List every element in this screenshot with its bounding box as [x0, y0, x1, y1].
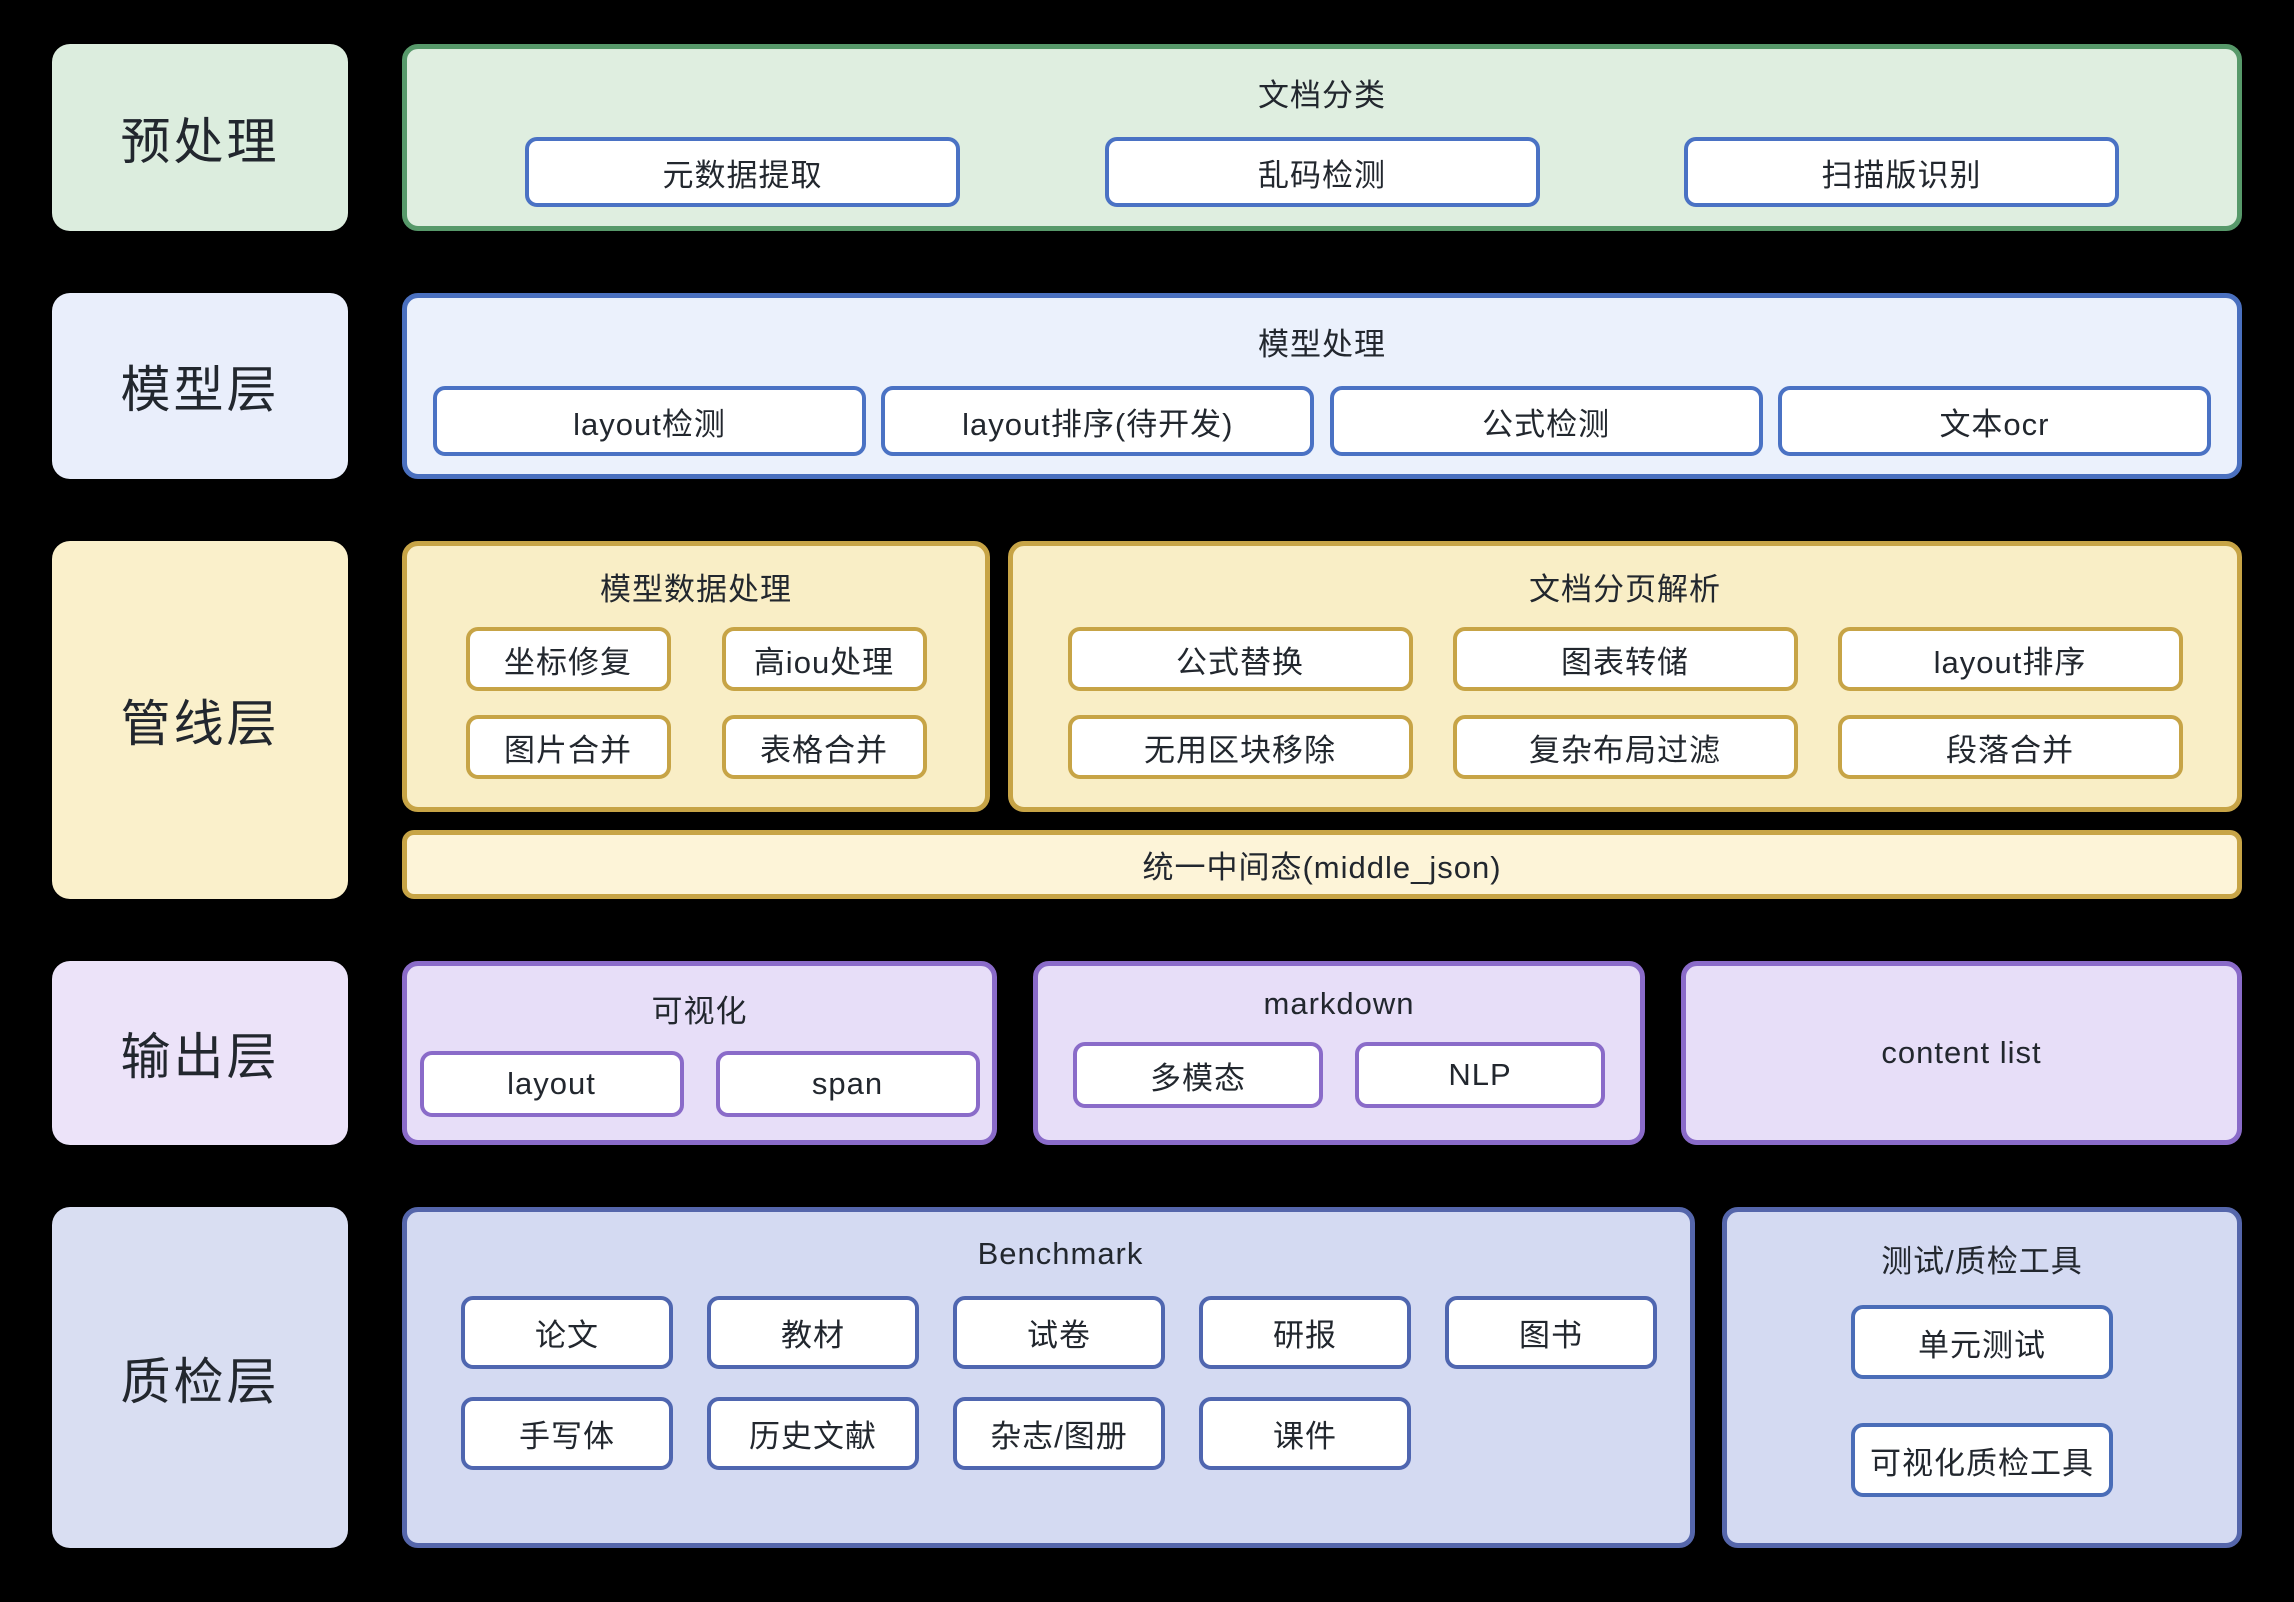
group-visualization: 可视化 layout span	[402, 961, 997, 1145]
layer-label-output: 输出层	[52, 961, 348, 1145]
node-complex-layout-filter: 复杂布局过滤	[1452, 715, 1798, 779]
doc-classification-nodes: 元数据提取 乱码检测 扫描版识别	[525, 137, 2119, 207]
node-high-iou-handling: 高iou处理	[721, 627, 927, 691]
node-exam-papers: 试卷	[953, 1296, 1165, 1369]
node-layout-detection: layout检测	[433, 386, 866, 456]
node-magazines-albums: 杂志/图册	[953, 1397, 1165, 1470]
visualization-nodes: layout span	[407, 1051, 992, 1117]
group-model-data-processing: 模型数据处理 坐标修复 高iou处理 图片合并 表格合并	[402, 541, 990, 812]
node-layout-output: layout	[419, 1051, 684, 1117]
model-data-processing-nodes: 坐标修复 高iou处理 图片合并 表格合并	[407, 627, 985, 779]
group-doc-classification: 文档分类 元数据提取 乱码检测 扫描版识别	[402, 44, 2242, 231]
pipeline-groups: 模型数据处理 坐标修复 高iou处理 图片合并 表格合并 文档分页解析 公式替换…	[402, 541, 2242, 812]
layer-row-pipeline: 管线层 模型数据处理 坐标修复 高iou处理 图片合并 表格合并 文档分页解析 …	[52, 541, 2242, 899]
model-content: 模型处理 layout检测 layout排序(待开发) 公式检测 文本ocr	[402, 293, 2242, 479]
node-table-merge: 表格合并	[721, 715, 927, 779]
group-benchmark: Benchmark 论文 教材 试卷 研报 图书 手写体 历史文献 杂志/图册 …	[402, 1207, 1695, 1548]
node-multimodal: 多模态	[1073, 1042, 1323, 1108]
group-title-markdown: markdown	[1263, 986, 1415, 1021]
layer-label-model: 模型层	[52, 293, 348, 479]
benchmark-row-2: 手写体 历史文献 杂志/图册 课件	[461, 1397, 1411, 1470]
benchmark-row-1: 论文 教材 试卷 研报 图书	[461, 1296, 1657, 1369]
preprocess-content: 文档分类 元数据提取 乱码检测 扫描版识别	[402, 44, 2242, 231]
node-layout-sorting: layout排序	[1837, 627, 2183, 691]
pipeline-content: 模型数据处理 坐标修复 高iou处理 图片合并 表格合并 文档分页解析 公式替换…	[402, 541, 2242, 899]
node-layout-sorting-todo: layout排序(待开发)	[881, 386, 1315, 456]
node-books: 图书	[1445, 1296, 1657, 1369]
node-scanned-recognition: 扫描版识别	[1684, 137, 2119, 207]
group-title-doc-classification: 文档分类	[1258, 78, 1386, 113]
layer-label-qa: 质检层	[52, 1207, 348, 1548]
layer-row-qa: 质检层 Benchmark 论文 教材 试卷 研报 图书 手写体 历史文献 杂志…	[52, 1207, 2242, 1548]
node-image-merge: 图片合并	[465, 715, 671, 779]
layer-row-output: 输出层 可视化 layout span markdown 多模态 NLP con…	[52, 961, 2242, 1145]
group-title-test-qa-tools: 测试/质检工具	[1881, 1244, 2083, 1279]
layer-label-preprocess: 预处理	[52, 44, 348, 231]
layer-row-model: 模型层 模型处理 layout检测 layout排序(待开发) 公式检测 文本o…	[52, 293, 2242, 479]
node-unit-test: 单元测试	[1851, 1305, 2113, 1379]
group-doc-page-parsing: 文档分页解析 公式替换 图表转储 layout排序 无用区块移除 复杂布局过滤 …	[1008, 541, 2242, 812]
node-paragraph-merge: 段落合并	[1837, 715, 2183, 779]
node-garbled-detection: 乱码检测	[1104, 137, 1540, 207]
group-test-qa-tools: 测试/质检工具 单元测试 可视化质检工具	[1722, 1207, 2242, 1548]
node-handwriting: 手写体	[461, 1397, 673, 1470]
node-formula-replace: 公式替换	[1067, 627, 1413, 691]
node-formula-detection: 公式检测	[1329, 386, 1763, 456]
node-historical-documents: 历史文献	[707, 1397, 919, 1470]
node-metadata-extraction: 元数据提取	[525, 137, 960, 207]
group-content-list: content list	[1681, 961, 2242, 1145]
node-chart-dump: 图表转储	[1452, 627, 1798, 691]
model-processing-nodes: layout检测 layout排序(待开发) 公式检测 文本ocr	[433, 386, 2211, 456]
middle-json-bar: 统一中间态(middle_json)	[402, 830, 2242, 899]
node-papers: 论文	[461, 1296, 673, 1369]
node-span-output: span	[715, 1051, 980, 1117]
qa-content: Benchmark 论文 教材 试卷 研报 图书 手写体 历史文献 杂志/图册 …	[402, 1207, 2242, 1548]
output-content: 可视化 layout span markdown 多模态 NLP content…	[402, 961, 2242, 1145]
group-title-benchmark: Benchmark	[977, 1236, 1144, 1271]
node-textbooks: 教材	[707, 1296, 919, 1369]
layer-label-pipeline: 管线层	[52, 541, 348, 899]
node-nlp: NLP	[1355, 1042, 1605, 1108]
node-visual-qa-tool: 可视化质检工具	[1851, 1423, 2113, 1497]
doc-page-parsing-nodes: 公式替换 图表转储 layout排序 无用区块移除 复杂布局过滤 段落合并	[1013, 627, 2237, 779]
group-title-visualization: 可视化	[651, 994, 748, 1029]
node-text-ocr: 文本ocr	[1777, 386, 2211, 456]
markdown-nodes: 多模态 NLP	[1038, 1042, 1640, 1108]
group-model-processing: 模型处理 layout检测 layout排序(待开发) 公式检测 文本ocr	[402, 293, 2242, 479]
group-title-model-data-processing: 模型数据处理	[600, 572, 792, 607]
group-markdown: markdown 多模态 NLP	[1033, 961, 1645, 1145]
node-coordinate-fix: 坐标修复	[465, 627, 671, 691]
group-title-doc-page-parsing: 文档分页解析	[1529, 572, 1721, 607]
layer-row-preprocess: 预处理 文档分类 元数据提取 乱码检测 扫描版识别	[52, 44, 2242, 231]
group-title-model-processing: 模型处理	[1258, 327, 1386, 362]
node-useless-block-removal: 无用区块移除	[1067, 715, 1413, 779]
node-courseware: 课件	[1199, 1397, 1411, 1470]
node-research-reports: 研报	[1199, 1296, 1411, 1369]
